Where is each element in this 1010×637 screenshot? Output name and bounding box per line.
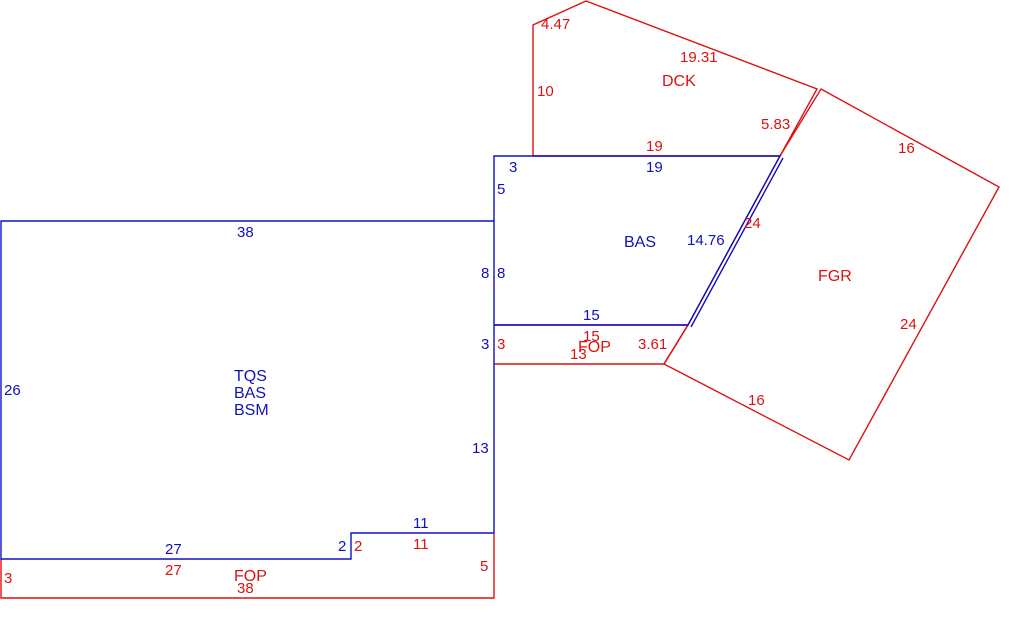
dim-bas-19-blue: 19 <box>646 159 663 176</box>
dim-fgr-24-right: 24 <box>900 316 917 333</box>
dim-bas-5: 5 <box>497 181 505 198</box>
area-main-line2: BAS <box>234 385 266 402</box>
area-fop-mid: FOP <box>578 339 611 356</box>
area-fgr: FGR <box>818 268 852 285</box>
area-main-line3: BSM <box>234 402 269 419</box>
dim-bas-19-red: 19 <box>646 138 663 155</box>
bas-upper-outline <box>493 155 782 326</box>
dim-dck-4-47: 4.47 <box>541 16 570 33</box>
area-bas-upper: BAS <box>624 234 656 251</box>
dim-fgr-16-bottom: 16 <box>748 392 765 409</box>
area-labels: TQS BAS BSM BAS DCK FGR FOP FOP <box>234 73 852 585</box>
dim-fgr-16-top: 16 <box>898 140 915 157</box>
area-fop-bottom: FOP <box>234 568 267 585</box>
dim-mid-8-outer: 8 <box>481 265 489 282</box>
dim-fop-5: 5 <box>480 558 488 575</box>
dim-dck-10: 10 <box>537 83 554 100</box>
dim-bottom-27-blue: 27 <box>165 541 182 558</box>
dimension-labels-red: 3 11 2 27 3 5 38 19 15 13 3.61 4.47 19.3… <box>4 16 917 597</box>
dim-top-38: 38 <box>237 224 254 241</box>
red-outlines <box>0 0 1000 599</box>
dim-fop-38: 38 <box>237 580 254 597</box>
dim-mid-8-inner: 8 <box>497 265 505 282</box>
dim-bas-3: 3 <box>509 159 517 176</box>
dim-mid-3-blue: 3 <box>481 336 489 353</box>
dim-step-11-red: 11 <box>413 536 429 553</box>
dim-dck-19-31: 19.31 <box>680 49 718 66</box>
dimension-labels-blue: 38 26 8 8 3 13 11 2 27 3 5 19 15 14.76 <box>4 159 725 558</box>
dim-fop-3: 3 <box>4 570 12 587</box>
area-main-line1: TQS <box>234 368 267 385</box>
dim-right-13: 13 <box>472 440 489 457</box>
dim-dck-5-83: 5.83 <box>761 116 790 133</box>
dim-bottom-27-red: 27 <box>165 562 182 579</box>
dim-left-26: 26 <box>4 382 21 399</box>
dim-step-11-blue: 11 <box>413 515 429 532</box>
dim-step-2-red: 2 <box>354 538 362 555</box>
dim-mid-3-red: 3 <box>497 336 505 353</box>
fop-bottom-outline <box>0 533 495 599</box>
bas-diagonal-double <box>690 157 784 328</box>
dim-bas-14-76: 14.76 <box>687 232 725 249</box>
dim-bas-15-red: 15 <box>583 328 600 345</box>
area-dck: DCK <box>662 73 696 90</box>
dim-bas-15-blue: 15 <box>583 307 600 324</box>
dim-fop-13: 13 <box>570 346 587 363</box>
dim-fgr-24-left: 24 <box>744 215 761 232</box>
dim-step-2-blue: 2 <box>338 538 346 555</box>
blue-outlines <box>0 155 784 560</box>
dim-fop-3-61: 3.61 <box>638 336 667 353</box>
